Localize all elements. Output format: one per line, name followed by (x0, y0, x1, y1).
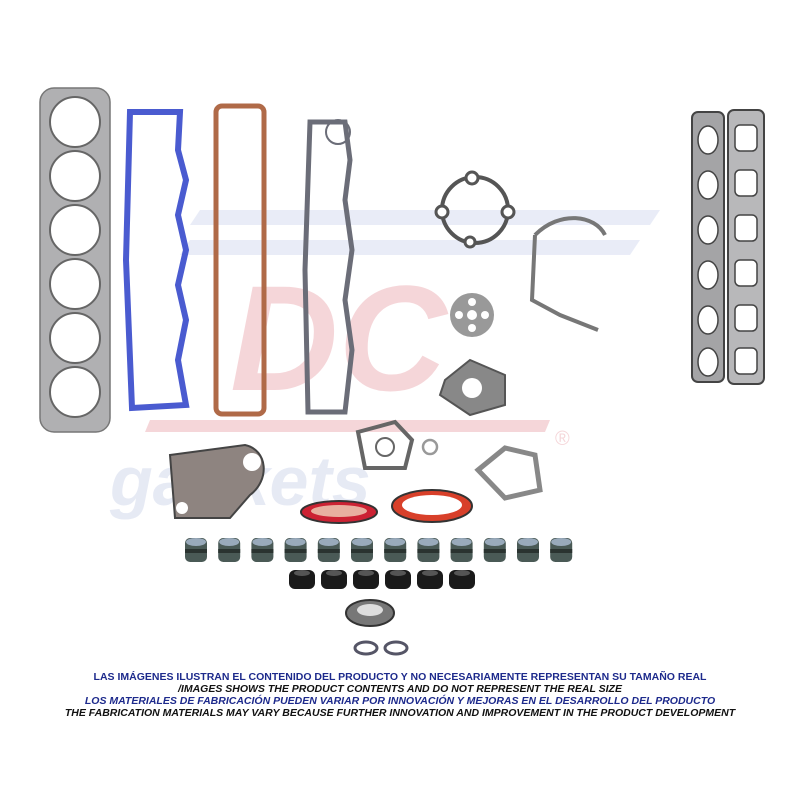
exhaust-donut-gasket (345, 599, 395, 627)
valve-stem-seal (550, 538, 573, 562)
side-pan-gasket (302, 119, 355, 415)
black-grommets (289, 570, 475, 589)
timing-cover-gasket (529, 216, 607, 332)
cork-side-cover-gasket (213, 103, 267, 417)
valve-stem-seal (351, 538, 373, 562)
washer-ring (383, 640, 409, 656)
washer-ring (353, 640, 379, 656)
filter-disc-gasket (450, 293, 494, 337)
black-grommet (417, 570, 443, 589)
valve-stem-seal (384, 538, 407, 562)
valve-stem-seal (317, 538, 340, 562)
rear-main-seal-small (300, 500, 378, 524)
disclaimer-line-4: THE FABRICATION MATERIALS MAY VARY BECAU… (64, 707, 736, 719)
plate-gasket (168, 443, 265, 519)
exhaust-manifold-gasket (727, 109, 765, 385)
valve-stem-seal (218, 538, 241, 562)
cylinder-head-gasket (39, 87, 111, 433)
oil-pump-gasket (438, 358, 506, 417)
disclaimer-line-1: LAS IMÁGENES ILUSTRAN EL CONTENIDO DEL P… (93, 671, 707, 683)
valve-stem-seal (185, 538, 207, 562)
fuel-pump-gasket (355, 419, 415, 470)
valve-stem-seal (517, 538, 539, 562)
small-ring (421, 438, 439, 456)
intake-manifold-gasket (691, 111, 725, 383)
disclaimer-line-3: LOS MATERIALES DE FABRICACIÓN PUEDEN VAR… (84, 695, 716, 707)
pan-gasket-ring (325, 119, 351, 145)
black-grommet (353, 570, 379, 589)
valve-stem-seal (251, 538, 274, 562)
svg-text:DC: DC (230, 254, 449, 422)
valve-stem-seal (450, 538, 473, 562)
disclaimer-line-2: /IMAGES SHOWS THE PRODUCT CONTENTS AND D… (178, 683, 622, 695)
black-grommet (321, 570, 347, 589)
black-grommet (449, 570, 475, 589)
svg-text:®: ® (555, 428, 570, 450)
flange-gasket (474, 445, 543, 501)
valve-cover-gasket (122, 109, 190, 412)
valve-stem-seal (417, 538, 440, 562)
valve-stem-seals (185, 538, 573, 562)
black-grommet (289, 570, 315, 589)
water-pump-gasket (434, 170, 516, 249)
timing-cover-seal (391, 489, 473, 523)
valve-stem-seal (284, 538, 307, 562)
black-grommet (385, 570, 411, 589)
valve-stem-seal (483, 538, 506, 562)
